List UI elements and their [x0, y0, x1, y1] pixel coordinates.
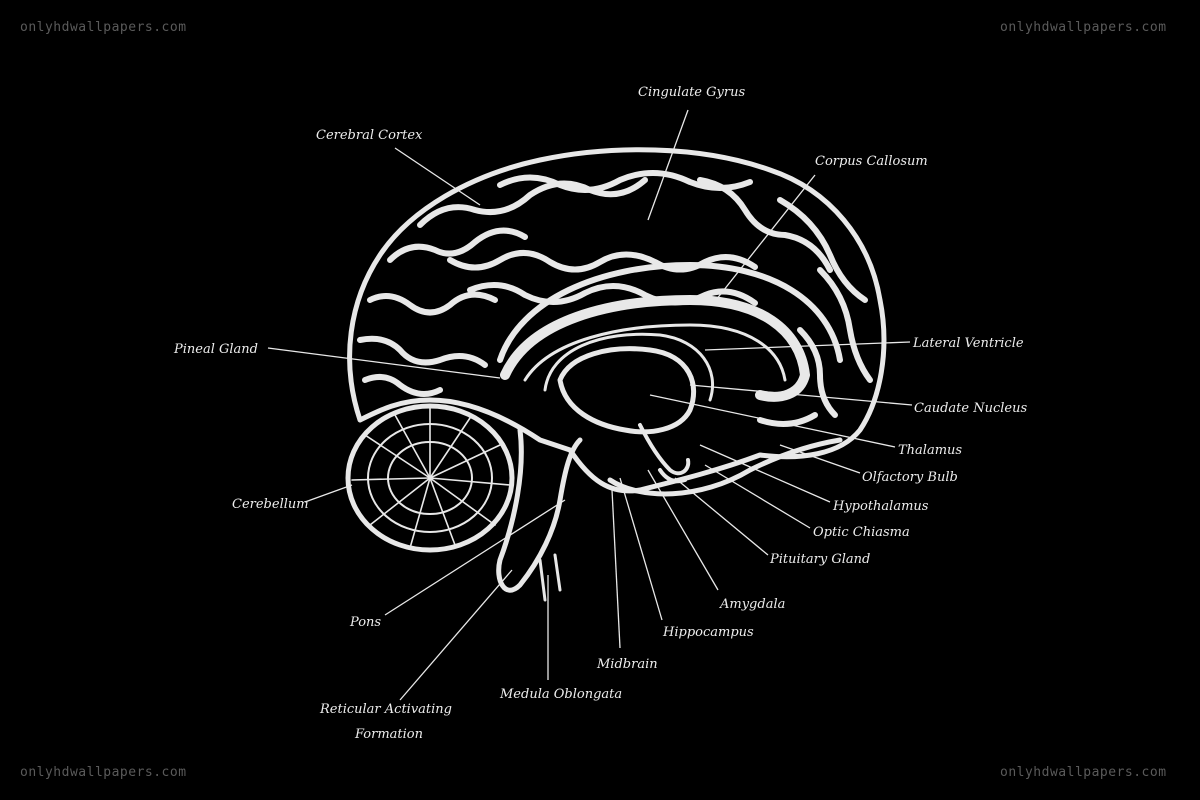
- leader-lateral-ventricle: [704, 341, 911, 351]
- label-corpus-callosum: Corpus Callosum: [815, 154, 928, 169]
- thalamus-oval: [557, 346, 697, 435]
- temporal-lobe: [607, 437, 843, 497]
- medulla-stem: [538, 553, 562, 602]
- label-caudate-nucleus: Caudate Nucleus: [914, 401, 1027, 416]
- leader-midbrain: [611, 489, 621, 649]
- label-pituitary-gland: Pituitary Gland: [769, 552, 870, 567]
- hypothalamus-shape: [638, 423, 691, 476]
- label-medula-oblongata: Medula Oblongata: [499, 687, 622, 702]
- brainstem: [496, 427, 583, 593]
- corpus-callosum-shape: [500, 295, 810, 402]
- leader-hippocampus: [619, 477, 663, 621]
- fornix-curve: [543, 332, 715, 402]
- label-amygdala: Amygdala: [719, 597, 785, 612]
- watermark-top-left: onlyhdwallpapers.com: [20, 20, 187, 35]
- label-optic-chiasma: Optic Chiasma: [813, 525, 910, 540]
- leader-pineal-gland: [267, 347, 501, 379]
- label-hippocampus: Hippocampus: [662, 625, 754, 640]
- label-pons: Pons: [349, 615, 381, 630]
- watermark-bottom-left: onlyhdwallpapers.com: [20, 765, 187, 780]
- label-midbrain: Midbrain: [596, 657, 658, 672]
- label-cingulate-gyrus: Cingulate Gyrus: [638, 85, 745, 100]
- cerebrum-outline: [347, 147, 887, 494]
- watermark-bottom-right: onlyhdwallpapers.com: [1000, 765, 1167, 780]
- gyri-texture: [357, 169, 873, 427]
- leader-cingulate-gyrus: [647, 109, 689, 221]
- leader-olfactory-bulb: [779, 444, 861, 474]
- brain-illustration: [345, 147, 887, 602]
- leader-pituitary-gland: [674, 477, 769, 556]
- leader-cerebellum: [304, 484, 353, 503]
- leader-thalamus: [649, 394, 896, 448]
- label-reticular-line2: Formation: [354, 727, 423, 742]
- pituitary-shape: [658, 468, 687, 484]
- leader-corpus-callosum: [711, 174, 816, 306]
- labels: Cingulate Gyrus Cerebral Cortex Corpus C…: [173, 85, 1027, 742]
- label-cerebellum: Cerebellum: [232, 497, 309, 512]
- label-hypothalamus: Hypothalamus: [832, 499, 929, 514]
- watermark-top-right: onlyhdwallpapers.com: [1000, 20, 1167, 35]
- label-pineal-gland: Pineal Gland: [173, 342, 258, 357]
- cerebellum-shape: [345, 403, 515, 553]
- leader-pons: [384, 499, 566, 616]
- label-cerebral-cortex: Cerebral Cortex: [316, 128, 423, 143]
- leader-lines: [267, 109, 913, 701]
- leader-cerebral-cortex: [394, 147, 481, 206]
- cingulate-band: [497, 262, 843, 363]
- leader-caudate-nucleus: [689, 384, 913, 406]
- leader-amygdala: [647, 469, 719, 591]
- label-reticular-line1: Reticular Activating: [319, 702, 452, 717]
- leader-reticular-formation: [399, 569, 513, 701]
- label-thalamus: Thalamus: [898, 443, 962, 458]
- label-olfactory-bulb: Olfactory Bulb: [862, 470, 958, 485]
- leader-optic-chiasma: [704, 464, 811, 529]
- label-lateral-ventricle: Lateral Ventricle: [912, 336, 1024, 351]
- corpus-callosum-inner: [523, 323, 787, 382]
- leader-hypothalamus: [699, 444, 831, 503]
